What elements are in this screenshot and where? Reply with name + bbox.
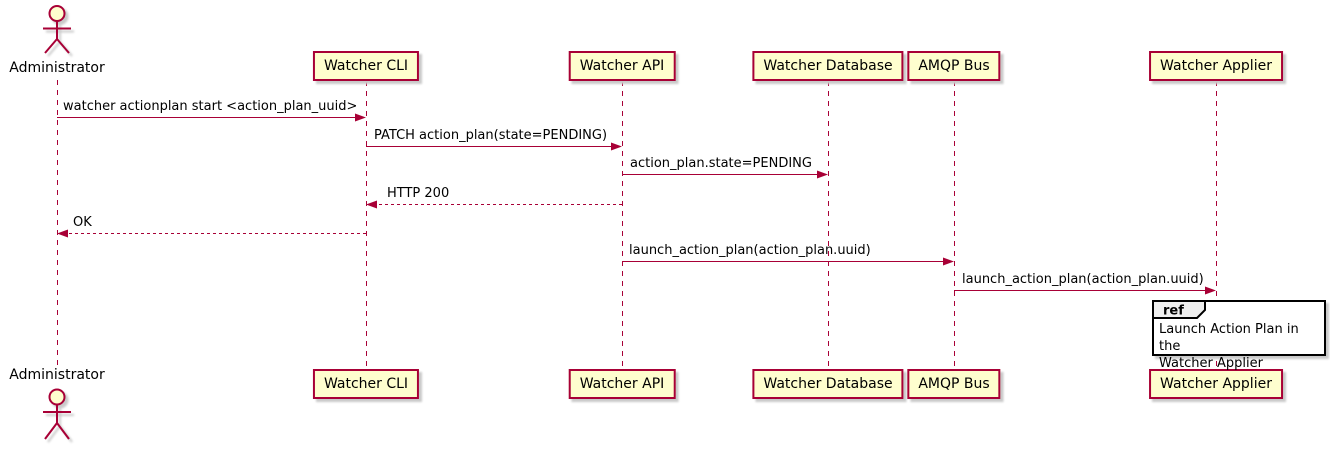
actor-icon-top (43, 5, 71, 54)
participant-watcher-applier-bottom: Watcher Applier (1149, 369, 1283, 399)
actor-label-bottom: Administrator (9, 367, 105, 383)
message-label-1: PATCH action_plan(state=PENDING) (374, 128, 608, 143)
ref-tab: ref (1152, 300, 1206, 319)
message-label-5: launch_action_plan(action_plan.uuid) (629, 243, 871, 258)
message-arrow-1 (366, 142, 622, 151)
message-label-6: launch_action_plan(action_plan.uuid) (962, 272, 1204, 287)
message-arrow-5 (622, 257, 954, 266)
message-arrow-0 (57, 113, 366, 122)
message-label-0: watcher actionplan start <action_plan_uu… (63, 99, 358, 114)
ref-fragment: ref Launch Action Plan in the Watcher Ap… (1152, 300, 1326, 371)
message-label-2: action_plan.state=PENDING (630, 156, 812, 171)
ref-text: Launch Action Plan in the Watcher Applie… (1159, 321, 1324, 372)
participant-watcher-database-top: Watcher Database (752, 51, 904, 81)
message-arrow-6 (954, 286, 1216, 295)
message-label-4: OK (73, 215, 92, 230)
participant-watcher-cli-bottom: Watcher CLI (312, 369, 420, 399)
message-arrow-2 (622, 170, 828, 179)
message-arrow-3 (366, 200, 622, 209)
participant-watcher-api-top: Watcher API (568, 51, 676, 81)
message-arrow-4 (57, 229, 366, 238)
ref-text-line-2: Watcher Applier (1159, 356, 1263, 371)
participant-watcher-database-bottom: Watcher Database (752, 369, 904, 399)
participant-watcher-cli-top: Watcher CLI (312, 51, 420, 81)
participant-amqp-bus-top: AMQP Bus (907, 51, 1001, 81)
participant-watcher-applier-top: Watcher Applier (1149, 51, 1283, 81)
actor-icon-bottom (43, 388, 71, 440)
participant-watcher-api-bottom: Watcher API (568, 369, 676, 399)
ref-keyword: ref (1163, 304, 1184, 319)
message-label-3: HTTP 200 (387, 186, 450, 201)
participant-amqp-bus-bottom: AMQP Bus (907, 369, 1001, 399)
actor-label-top: Administrator (9, 60, 105, 76)
ref-text-line-1: Launch Action Plan in the (1159, 322, 1299, 354)
